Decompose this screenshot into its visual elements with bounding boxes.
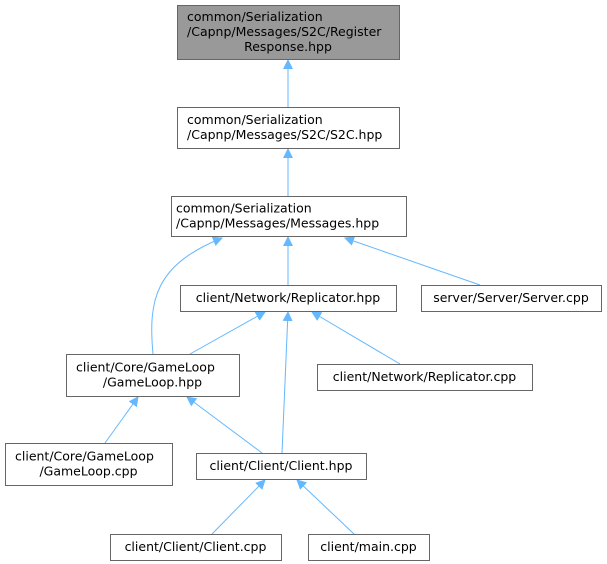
- node-label: client/main.cpp: [320, 539, 417, 554]
- node-label: /Capnp/Messages/Messages.hpp: [176, 216, 379, 231]
- node-label: client/Core/GameLoop: [76, 360, 215, 375]
- node-label: client/Client/Client.hpp: [210, 458, 353, 473]
- node-label: /Capnp/Messages/S2C/S2C.hpp: [187, 127, 382, 142]
- node-box: [308, 534, 430, 561]
- node-label: Response.hpp: [244, 39, 332, 54]
- node-box: [196, 453, 367, 480]
- node-gameloop-hpp[interactable]: client/Core/GameLoop/GameLoop.hpp: [66, 354, 240, 397]
- node-label: /Capnp/Messages/S2C/Register: [187, 24, 382, 39]
- node-box: [5, 443, 173, 486]
- node-label: server/Server/Server.cpp: [433, 290, 589, 305]
- node-label: client/Core/GameLoop: [15, 449, 154, 464]
- node-label: /GameLoop.cpp: [39, 464, 137, 479]
- node-label: common/Serialization: [187, 112, 323, 127]
- node-main-cpp[interactable]: client/main.cpp: [308, 534, 430, 561]
- node-box: [421, 285, 602, 312]
- edge-gameloop_hpp-to-replicator_hpp: [189, 311, 266, 355]
- node-label: /GameLoop.hpp: [103, 375, 202, 390]
- edge-main_cpp-to-client_hpp: [296, 479, 355, 535]
- node-box: [180, 285, 397, 312]
- node-messages[interactable]: common/Serialization/Capnp/Messages/Mess…: [171, 196, 407, 237]
- node-register-response: common/Serialization/Capnp/Messages/S2C/…: [177, 5, 400, 60]
- node-server-cpp[interactable]: server/Server/Server.cpp: [421, 285, 602, 312]
- edge-client_hpp-to-replicator_hpp: [281, 311, 293, 454]
- node-gameloop-cpp[interactable]: client/Core/GameLoop/GameLoop.cpp: [5, 443, 173, 486]
- node-label: common/Serialization: [187, 9, 323, 24]
- edge-replicator_cpp-to-replicator_hpp: [311, 311, 401, 365]
- node-box: [66, 354, 240, 397]
- node-box: [110, 534, 282, 561]
- node-client-hpp[interactable]: client/Client/Client.hpp: [196, 453, 367, 480]
- node-box: [177, 107, 400, 149]
- edge-gameloop_cpp-to-gameloop_hpp: [104, 396, 139, 444]
- edge-client_cpp-to-client_hpp: [211, 479, 266, 535]
- edge-client_hpp-to-gameloop_hpp: [186, 396, 263, 454]
- node-box: [177, 5, 400, 60]
- node-replicator-cpp[interactable]: client/Network/Replicator.cpp: [317, 364, 533, 391]
- node-label: common/Serialization: [176, 201, 312, 216]
- edge-server_cpp-to-messages: [344, 236, 481, 286]
- node-box: [317, 364, 533, 391]
- edge-gameloop_hpp-to-messages: [151, 236, 223, 355]
- node-box: [171, 196, 407, 237]
- node-label: client/Network/Replicator.hpp: [196, 290, 381, 305]
- node-s2c[interactable]: common/Serialization/Capnp/Messages/S2C/…: [177, 107, 400, 149]
- node-label: client/Network/Replicator.cpp: [333, 369, 516, 384]
- node-replicator-hpp[interactable]: client/Network/Replicator.hpp: [180, 285, 397, 312]
- node-label: client/Client/Client.cpp: [125, 539, 267, 554]
- node-client-cpp[interactable]: client/Client/Client.cpp: [110, 534, 282, 561]
